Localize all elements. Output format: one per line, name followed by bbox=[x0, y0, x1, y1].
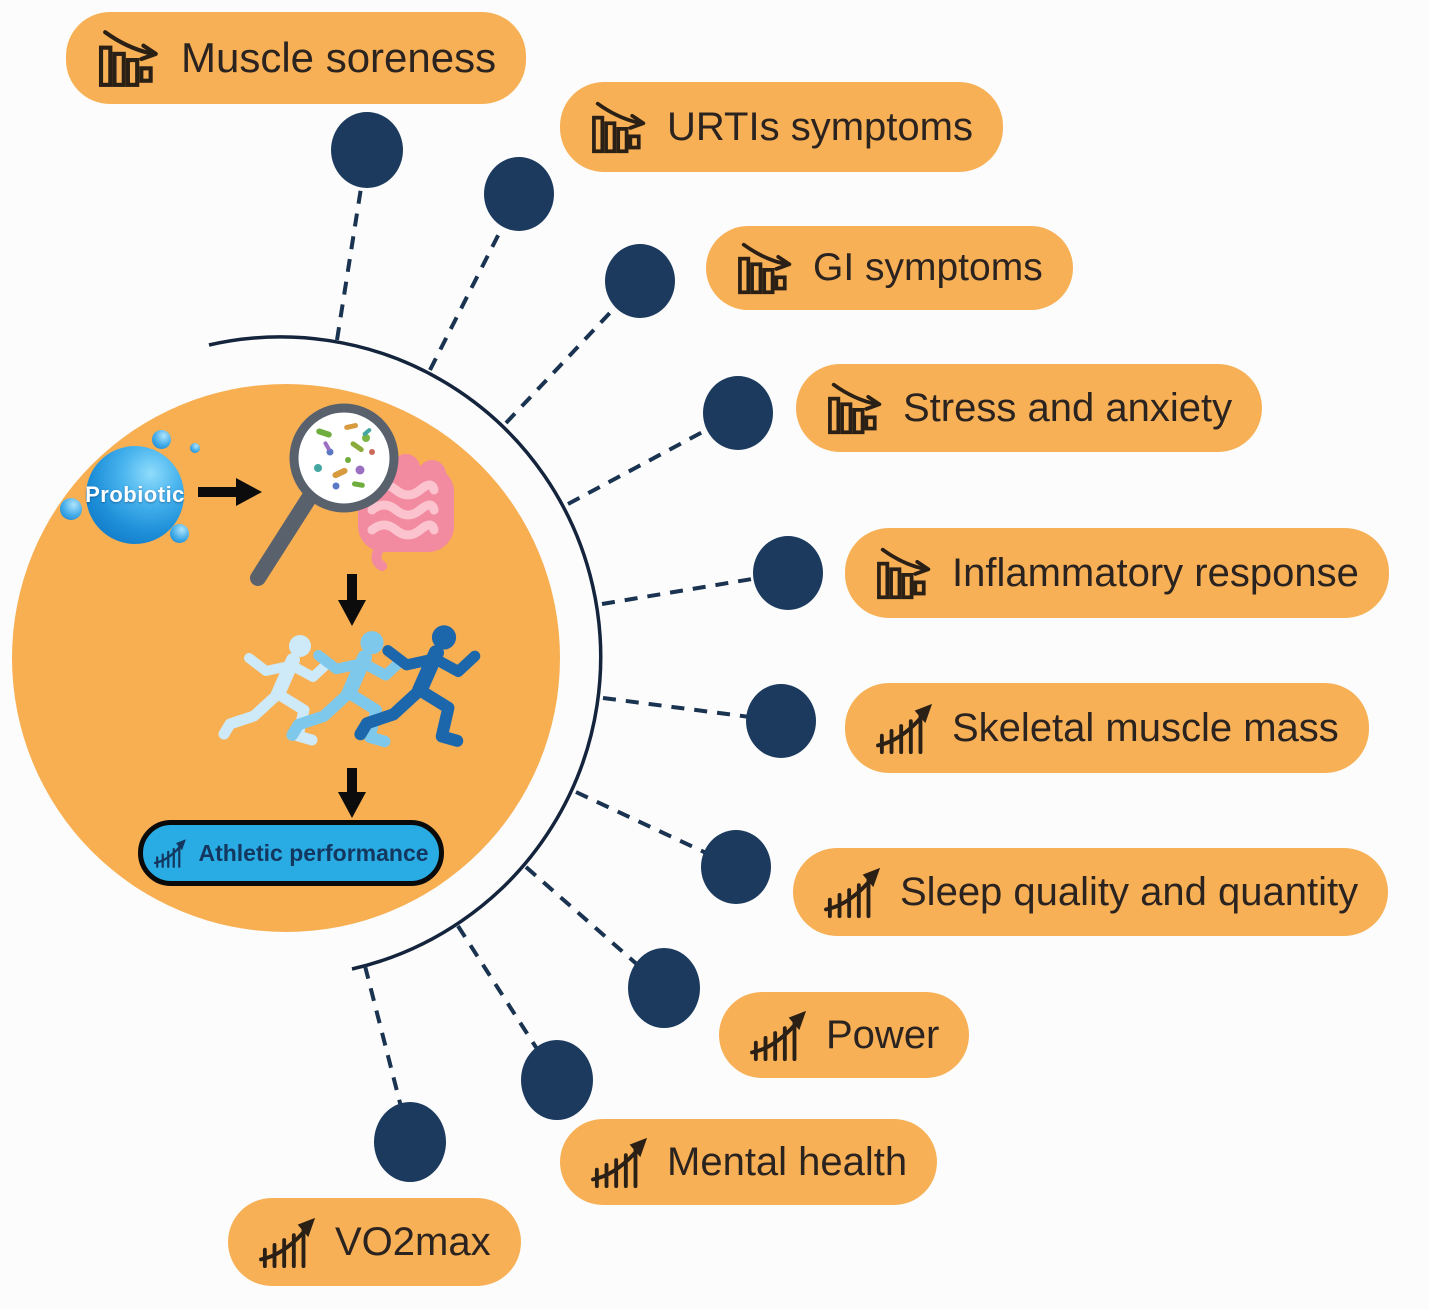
connector-line bbox=[335, 149, 369, 341]
flow-arrow-down-icon bbox=[338, 574, 366, 626]
connector-dot bbox=[605, 244, 675, 318]
probiotic-bubble bbox=[152, 430, 171, 449]
pill-vo2max: VO2max bbox=[228, 1198, 521, 1286]
connector-dots bbox=[331, 112, 823, 1182]
decrease-trend-icon bbox=[590, 99, 652, 155]
pill-label: Inflammatory response bbox=[952, 550, 1359, 595]
probiotic-sphere: Probiotic bbox=[85, 446, 185, 544]
outer-circle-arc bbox=[208, 335, 603, 971]
connector-dot bbox=[484, 157, 554, 231]
increase-trend-icon bbox=[749, 1007, 811, 1063]
pill-label: Skeletal muscle mass bbox=[952, 705, 1339, 750]
connector-dot bbox=[701, 830, 771, 904]
connector-dot bbox=[331, 112, 403, 188]
probiotic-bubble bbox=[190, 443, 200, 453]
pill-label: Sleep quality and quantity bbox=[900, 869, 1359, 914]
increase-trend-icon bbox=[590, 1134, 652, 1190]
connector-dot bbox=[374, 1102, 446, 1182]
decrease-trend-icon bbox=[96, 27, 166, 89]
pill-label: Stress and anxiety bbox=[903, 385, 1233, 430]
pill-muscle-soreness: Muscle soreness bbox=[66, 12, 527, 104]
athletic-performance-label: Athletic performance bbox=[198, 839, 429, 866]
pill-label: GI symptoms bbox=[813, 246, 1043, 289]
connector-line bbox=[363, 965, 412, 1143]
pill-mental-health: Mental health bbox=[560, 1119, 938, 1205]
connector-dot bbox=[753, 536, 823, 610]
connector-line bbox=[567, 411, 739, 506]
flow-arrow-down-icon bbox=[338, 768, 366, 818]
increase-trend-icon bbox=[258, 1214, 320, 1270]
pill-label: Power bbox=[826, 1012, 940, 1057]
probiotic-bubble bbox=[170, 524, 189, 543]
pill-skeletal-muscle-mass: Skeletal muscle mass bbox=[845, 683, 1369, 773]
pill-sleep-quality-and-quantity: Sleep quality and quantity bbox=[793, 848, 1389, 936]
pill-stress-and-anxiety: Stress and anxiety bbox=[796, 364, 1263, 452]
pill-label: URTIs symptoms bbox=[667, 104, 973, 149]
decrease-trend-icon bbox=[875, 545, 937, 601]
flow-arrow-right-icon bbox=[198, 478, 262, 506]
pill-label: Mental health bbox=[667, 1139, 908, 1184]
pill-gi-symptoms: GI symptoms bbox=[706, 226, 1073, 310]
increase-trend-icon bbox=[823, 864, 885, 920]
connector-dot bbox=[628, 948, 700, 1028]
microbes bbox=[314, 423, 375, 490]
pill-inflammatory-response: Inflammatory response bbox=[845, 528, 1389, 618]
pill-power: Power bbox=[719, 992, 970, 1078]
probiotic-bubble bbox=[60, 498, 82, 520]
pill-label: VO2max bbox=[335, 1219, 491, 1264]
increase-trend-icon bbox=[153, 837, 189, 869]
connector-line bbox=[456, 924, 559, 1082]
connector-dot bbox=[521, 1040, 593, 1120]
increase-trend-icon bbox=[875, 700, 937, 756]
pill-label: Muscle soreness bbox=[181, 34, 497, 81]
probiotic-label: Probiotic bbox=[85, 482, 185, 507]
decrease-trend-icon bbox=[736, 240, 798, 296]
connector-line bbox=[601, 571, 789, 606]
connector-dot bbox=[746, 684, 816, 758]
magnifying-glass-microbes-icon bbox=[250, 403, 399, 586]
pill-urtis-symptoms: URTIs symptoms bbox=[560, 82, 1003, 172]
connector-line bbox=[524, 865, 666, 990]
decrease-trend-icon bbox=[826, 380, 888, 436]
athletic-performance-badge: Athletic performance bbox=[138, 820, 444, 886]
connector-dot bbox=[703, 376, 773, 450]
